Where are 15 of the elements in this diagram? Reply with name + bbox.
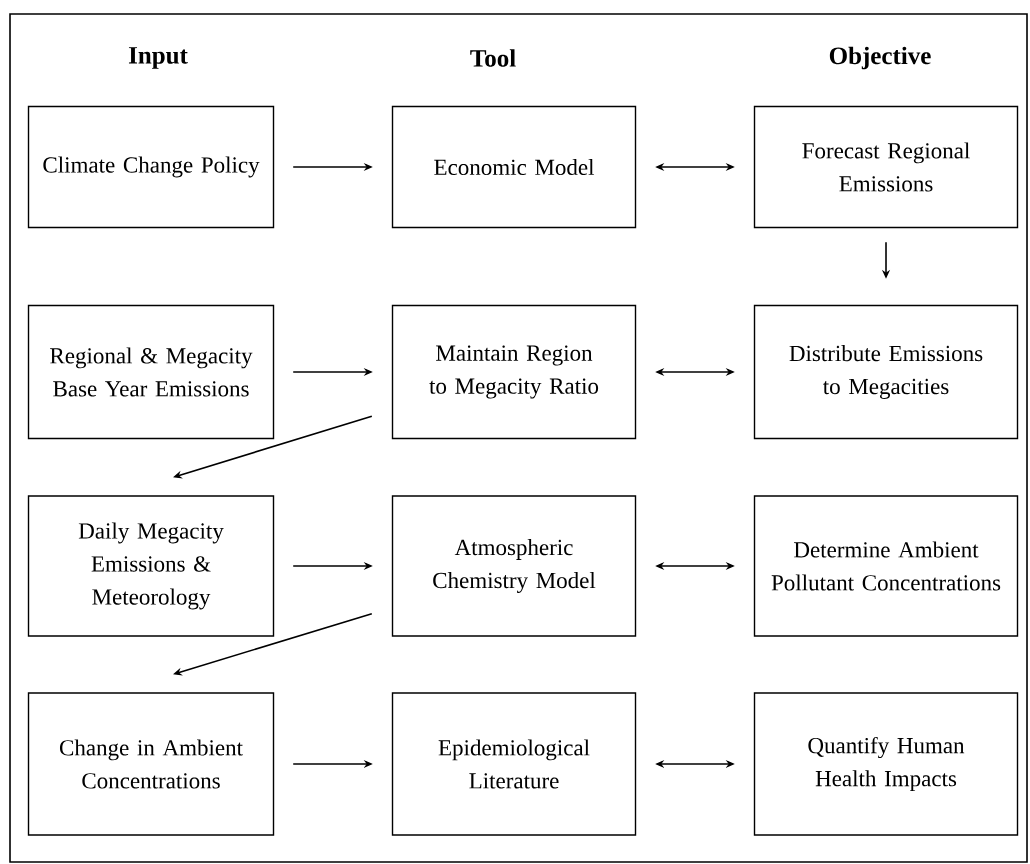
process-box: Change in Ambient Concentrations [27, 692, 275, 836]
column-heading: Tool [470, 49, 516, 67]
column-heading: Input [128, 47, 188, 69]
process-box: Regional & Megacity Base Year Emissions [27, 304, 275, 440]
process-box: Atmospheric Chemistry Model [391, 495, 637, 637]
process-box: Daily Megacity Emissions & Meteorology [27, 495, 275, 637]
process-box: Economic Model [391, 105, 637, 229]
column-heading: Objective [829, 46, 931, 70]
process-box: Climate Change Policy [27, 105, 275, 229]
process-box: Epidemiological Literature [391, 692, 637, 836]
process-box: Distribute Emissions to Megacities [753, 304, 1019, 440]
process-box: Quantify Human Health Impacts [753, 692, 1019, 836]
process-box: Forecast Regional Emissions [753, 105, 1019, 229]
process-box: Determine Ambient Pollutant Concentrations [753, 495, 1019, 637]
process-box: Maintain Region to Megacity Ratio [391, 304, 637, 440]
